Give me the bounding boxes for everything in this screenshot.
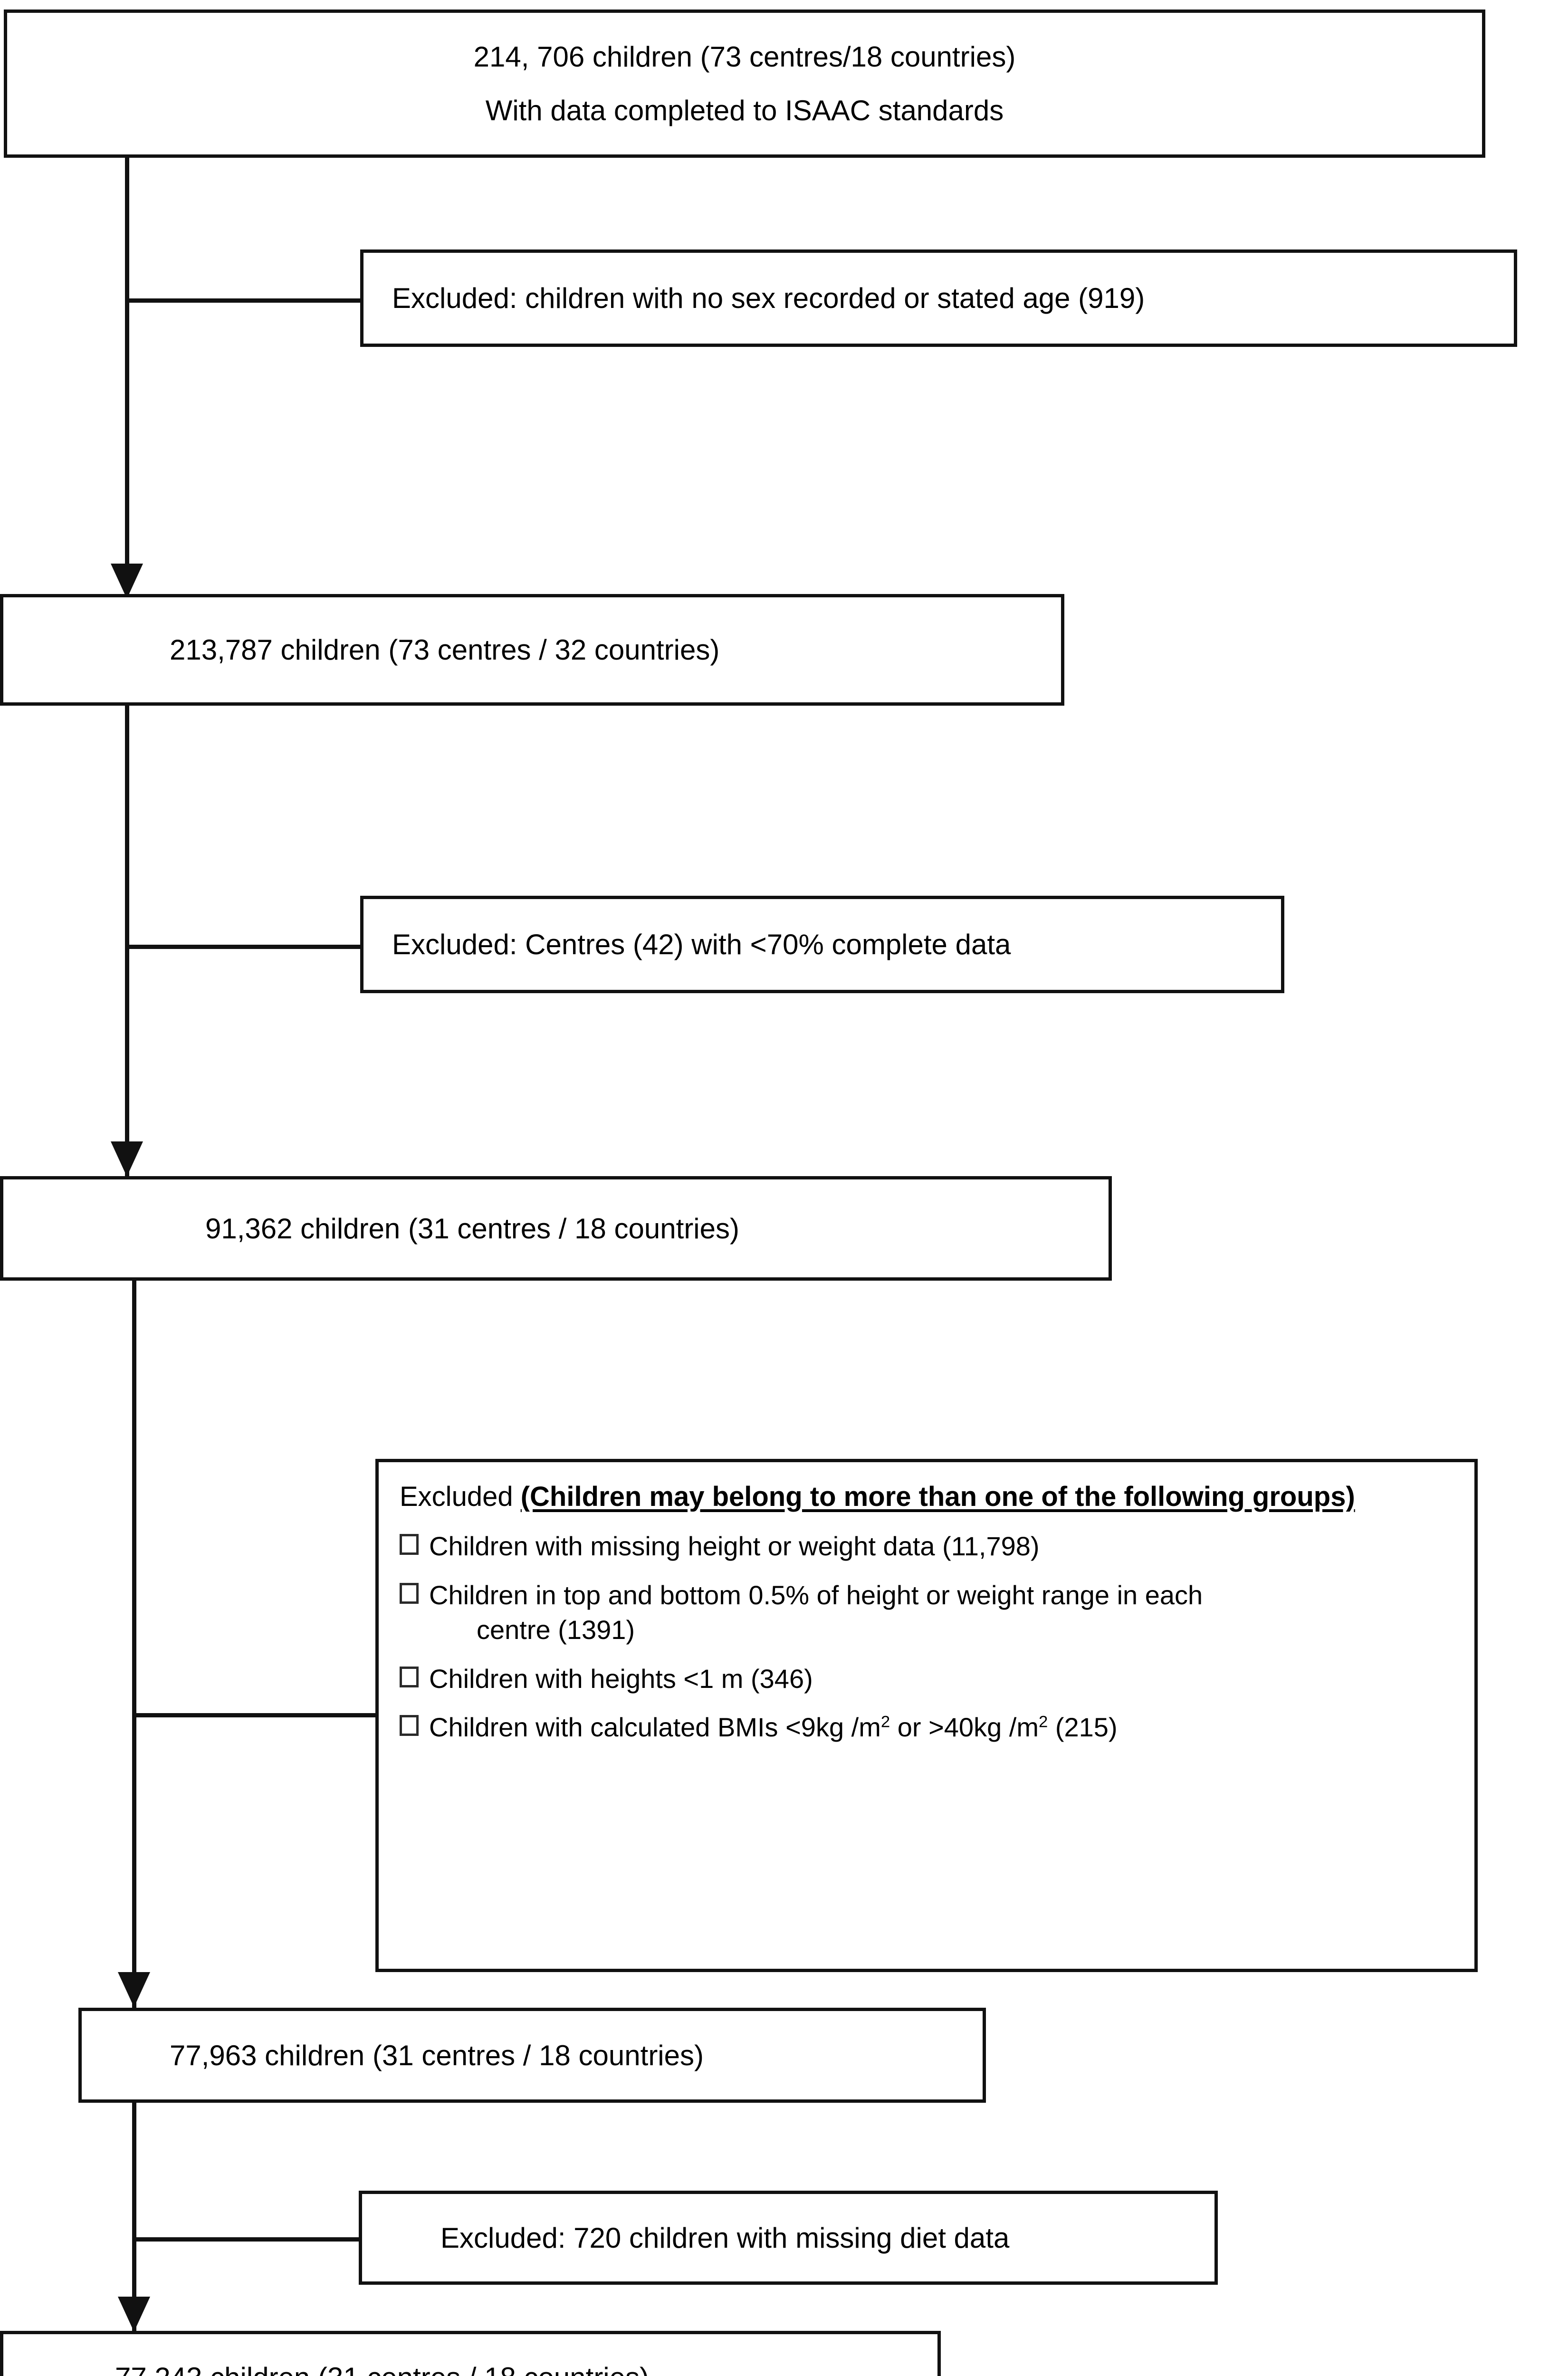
checkbox-icon[interactable]: [400, 1715, 419, 1736]
list-item-label: Children with missing height or weight d…: [429, 1531, 1040, 1562]
node-total-children-line1: 214, 706 children (73 centres/18 countri…: [473, 41, 1016, 73]
list-item-label-continuation: centre (1391): [477, 1614, 635, 1645]
bmi-text-mid: or >40kg /m: [890, 1712, 1039, 1743]
node-excluded-diet: Excluded: 720 children with missing diet…: [359, 2191, 1218, 2285]
node-excluded-no-sex-age: Excluded: children with no sex recorded …: [360, 249, 1517, 347]
node-total-children-line2: With data completed to ISAAC standards: [485, 95, 1004, 126]
bmi-text-pre: Children with calculated BMIs <9kg /m: [429, 1712, 881, 1743]
node-excluded-no-sex-age-text: Excluded: children with no sex recorded …: [392, 282, 1145, 314]
node-77963-text: 77,963 children (31 centres / 18 countri…: [170, 2039, 704, 2071]
bmi-superscript-2: 2: [1038, 1713, 1048, 1731]
checkbox-icon[interactable]: [400, 1534, 419, 1555]
node-excluded-centres: Excluded: Centres (42) with <70% complet…: [360, 896, 1284, 993]
node-77243-text: 77,243 children (31 centres / 18 countri…: [115, 2360, 937, 2376]
connector-branch-1: [126, 298, 362, 303]
arrowhead-to-node3: [111, 564, 143, 599]
bmi-superscript-1: 2: [880, 1713, 890, 1731]
connector-branch-3: [134, 1713, 377, 1717]
node-213787-text: 213,787 children (73 centres / 32 countr…: [170, 634, 720, 666]
list-item: Children with missing height or weight d…: [400, 1529, 1460, 1564]
excluded-label: Excluded: [400, 1481, 521, 1512]
list-item-label-main: Children in top and bottom 0.5% of heigh…: [429, 1580, 1203, 1610]
connector-branch-2: [126, 945, 362, 949]
list-item-label: Children in top and bottom 0.5% of heigh…: [429, 1578, 1460, 1648]
node-excluded-diet-text: Excluded: 720 children with missing diet…: [440, 2222, 1010, 2254]
list-item: Children with calculated BMIs <9kg /m2 o…: [400, 1710, 1460, 1745]
node-91362-text: 91,362 children (31 centres / 18 countri…: [205, 1212, 739, 1245]
connector-branch-4: [134, 2237, 363, 2242]
connector-trunk-3: [132, 1281, 136, 2022]
list-item: Children in top and bottom 0.5% of heigh…: [400, 1578, 1460, 1648]
connector-trunk-4: [132, 2103, 136, 2367]
node-91362: 91,362 children (31 centres / 18 countri…: [0, 1176, 1112, 1281]
connector-trunk-2: [125, 706, 129, 1209]
connector-trunk-1: [125, 158, 129, 752]
arrowhead-to-node5: [111, 1141, 143, 1177]
node-213787: 213,787 children (73 centres / 32 countr…: [0, 594, 1064, 706]
checkbox-icon[interactable]: [400, 1582, 419, 1604]
node-excluded-groups-heading: Excluded (Children may belong to more th…: [400, 1478, 1460, 1515]
arrowhead-to-node9: [118, 2297, 150, 2332]
bmi-text-post: (215): [1048, 1712, 1118, 1743]
node-excluded-groups: Excluded (Children may belong to more th…: [375, 1459, 1478, 1972]
list-item-label: Children with calculated BMIs <9kg /m2 o…: [429, 1710, 1460, 1745]
node-77963: 77,963 children (31 centres / 18 countri…: [78, 2008, 986, 2103]
node-excluded-centres-text: Excluded: Centres (42) with <70% complet…: [392, 929, 1011, 960]
list-item-label: Children with heights <1 m (346): [429, 1663, 813, 1694]
node-total-children: 214, 706 children (73 centres/18 countri…: [4, 10, 1485, 158]
excluded-emphasis: (Children may belong to more than one of…: [520, 1481, 1355, 1512]
list-item: Children with heights <1 m (346): [400, 1662, 1460, 1696]
arrowhead-to-node7: [118, 1972, 150, 2007]
checkbox-icon[interactable]: [400, 1666, 419, 1687]
node-77243: 77,243 children (31 centres / 18 countri…: [0, 2331, 941, 2376]
